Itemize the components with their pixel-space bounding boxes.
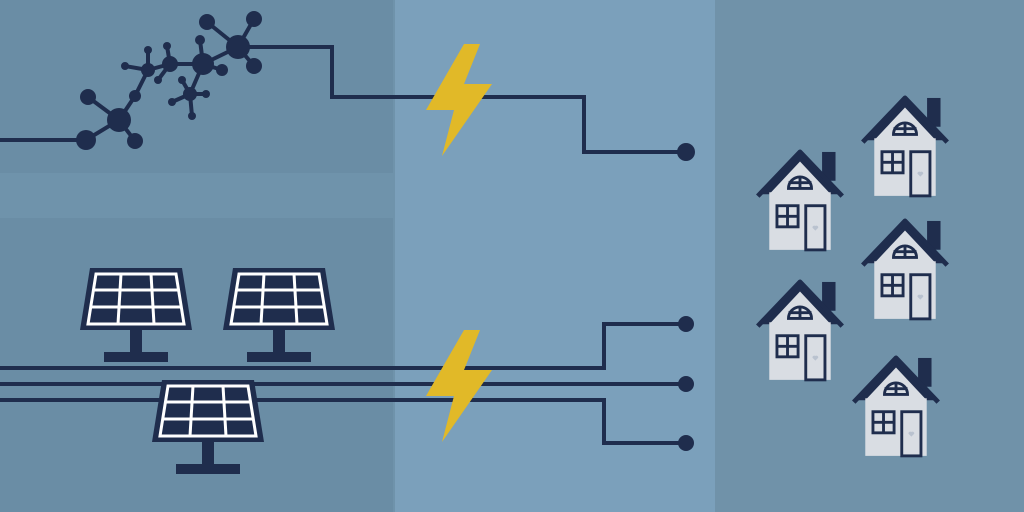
top-line-endpoint: [677, 143, 695, 161]
line-endpoint-1: [678, 316, 694, 332]
line-endpoint-2: [678, 376, 694, 392]
top-left-band: [0, 0, 393, 173]
line-endpoint-3: [678, 435, 694, 451]
network-molecule-icon: [76, 11, 262, 150]
bottom-power-lines: [0, 322, 686, 445]
middle-panel: [395, 0, 715, 512]
bottom-left-band: [0, 218, 393, 512]
